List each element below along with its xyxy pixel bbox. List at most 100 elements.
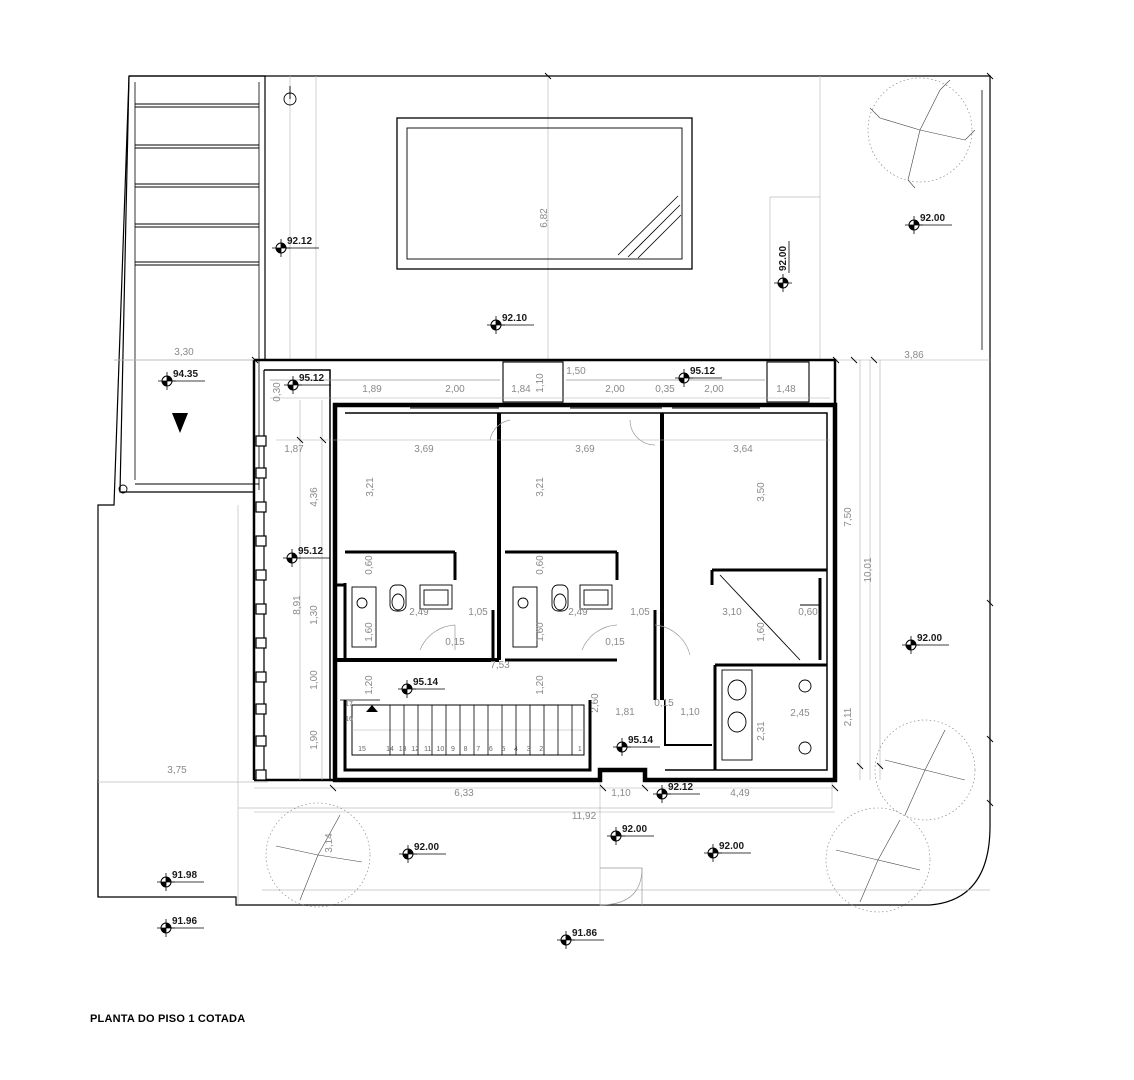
level-label: 92.00 bbox=[719, 841, 744, 852]
dimension-label: 0,35 bbox=[655, 384, 675, 395]
level-marker: 95.14 bbox=[398, 677, 445, 698]
dimension-label: 1,84 bbox=[511, 384, 531, 395]
dimension-label: 0,60 bbox=[535, 555, 546, 575]
tree-icon bbox=[867, 77, 976, 189]
dimension-label: 2,45 bbox=[790, 708, 810, 719]
bathroom-fixtures bbox=[351, 574, 820, 761]
level-marker-icon bbox=[487, 316, 505, 334]
stair-step-number: 3 bbox=[527, 746, 531, 753]
tree-icon bbox=[825, 807, 931, 913]
dimension-label: 3,69 bbox=[414, 444, 434, 455]
level-marker: 91.86 bbox=[557, 928, 604, 949]
lamp-post-icon bbox=[283, 86, 297, 106]
level-marker-icon bbox=[613, 738, 631, 756]
level-marker: 92.00 bbox=[902, 633, 949, 654]
dimension-label: 2,00 bbox=[445, 384, 465, 395]
dimension-label: 2,60 bbox=[590, 693, 601, 713]
dimension-ticks bbox=[251, 72, 994, 807]
dimension-label: 6,33 bbox=[454, 788, 474, 799]
dimension-label: 11,92 bbox=[572, 811, 597, 822]
level-marker: 92.12 bbox=[653, 782, 700, 803]
level-label: 92.00 bbox=[414, 842, 439, 853]
dimension-label: 3,86 bbox=[904, 350, 924, 361]
stair-step-number: 8 bbox=[464, 746, 468, 753]
interior-stair bbox=[340, 699, 585, 756]
level-marker: 92.12 bbox=[272, 236, 319, 257]
level-marker-icon bbox=[158, 372, 176, 390]
stair-step-number: 5 bbox=[501, 746, 505, 753]
trees bbox=[265, 77, 976, 913]
stair-step-number: 13 bbox=[399, 746, 407, 753]
level-marker: 91.98 bbox=[157, 870, 204, 891]
level-label: 95.12 bbox=[690, 366, 715, 377]
dimension-label: 10,01 bbox=[863, 557, 874, 582]
stair-step-number: 6 bbox=[489, 746, 493, 753]
dimension-label: 1,60 bbox=[535, 622, 546, 642]
level-marker: 95.12 bbox=[283, 546, 330, 567]
dimension-label: 7,53 bbox=[490, 660, 510, 671]
stair-step-number: 4 bbox=[514, 746, 518, 753]
level-marker: 92.00 bbox=[399, 842, 446, 863]
level-label: 92.12 bbox=[668, 782, 693, 793]
dimension-label: 3,50 bbox=[756, 482, 767, 502]
dimension-label: 0,15 bbox=[605, 637, 625, 648]
stair-step-number: 1 bbox=[578, 746, 582, 753]
tree-icon bbox=[265, 802, 371, 908]
dimension-label: 0,15 bbox=[445, 637, 465, 648]
dimension-label: 1,87 bbox=[284, 444, 304, 455]
dimension-label: 1,00 bbox=[309, 670, 320, 690]
dimension-label: 1,30 bbox=[309, 605, 320, 625]
level-marker-icon bbox=[607, 827, 625, 845]
dimension-label: 0,60 bbox=[798, 607, 818, 618]
dimension-label: 2,31 bbox=[756, 721, 767, 741]
level-marker: 92.00 bbox=[905, 213, 952, 234]
dimension-label: 1,05 bbox=[630, 607, 650, 618]
stair-step-number: 15 bbox=[358, 746, 366, 753]
stair-step-number: 16 bbox=[345, 716, 353, 723]
facade-pillars bbox=[255, 435, 267, 781]
stair-step-number: 9 bbox=[451, 746, 455, 753]
dimension-label: 1,05 bbox=[468, 607, 488, 618]
dimension-label: 6,82 bbox=[539, 208, 550, 228]
dimension-lines bbox=[114, 359, 990, 813]
dimension-label: 1,10 bbox=[680, 707, 700, 718]
drawing-title: PLANTA DO PISO 1 COTADA bbox=[90, 1013, 246, 1025]
dimension-label: 1,20 bbox=[364, 675, 375, 695]
level-marker-icon bbox=[653, 785, 671, 803]
level-label: 92.00 bbox=[920, 213, 945, 224]
dimension-label: 1,60 bbox=[364, 622, 375, 642]
dimension-label: 2,11 bbox=[843, 707, 854, 726]
site-lines bbox=[98, 76, 990, 905]
level-label: 94.35 bbox=[173, 369, 198, 380]
dimension-label: 1,48 bbox=[776, 384, 796, 395]
level-label: 91.96 bbox=[172, 916, 197, 927]
level-marker-icon bbox=[902, 636, 920, 654]
dimension-label: 2,00 bbox=[605, 384, 625, 395]
tree-icon bbox=[874, 719, 976, 821]
dimension-label: 3,69 bbox=[575, 444, 595, 455]
stair-step-number: 7 bbox=[476, 746, 480, 753]
level-label: 95.14 bbox=[628, 735, 653, 746]
level-label: 95.12 bbox=[298, 546, 323, 557]
door-swings bbox=[419, 419, 691, 906]
level-label: 95.12 bbox=[299, 373, 324, 384]
level-label: 91.98 bbox=[172, 870, 197, 881]
level-label: 92.00 bbox=[778, 246, 789, 271]
stair-step-number: 10 bbox=[437, 746, 445, 753]
dimension-label: 3,21 bbox=[365, 477, 376, 497]
dimension-label: 0,60 bbox=[364, 555, 375, 575]
dimension-label: 1,60 bbox=[756, 622, 767, 642]
dimension-label: 7,50 bbox=[843, 507, 854, 527]
dimension-label: 2,49 bbox=[568, 607, 588, 618]
dimension-label: 1,10 bbox=[611, 788, 631, 799]
level-marker: 92.00 bbox=[704, 841, 751, 862]
dimension-label: 3,14 bbox=[324, 833, 335, 853]
exterior-stair bbox=[114, 75, 266, 494]
level-marker: 92.00 bbox=[607, 824, 654, 845]
dimension-label: 4,36 bbox=[309, 487, 320, 507]
dimension-label: 0,30 bbox=[272, 382, 283, 402]
stair-step-number: 2 bbox=[539, 746, 543, 753]
level-marker: 94.35 bbox=[158, 369, 205, 390]
